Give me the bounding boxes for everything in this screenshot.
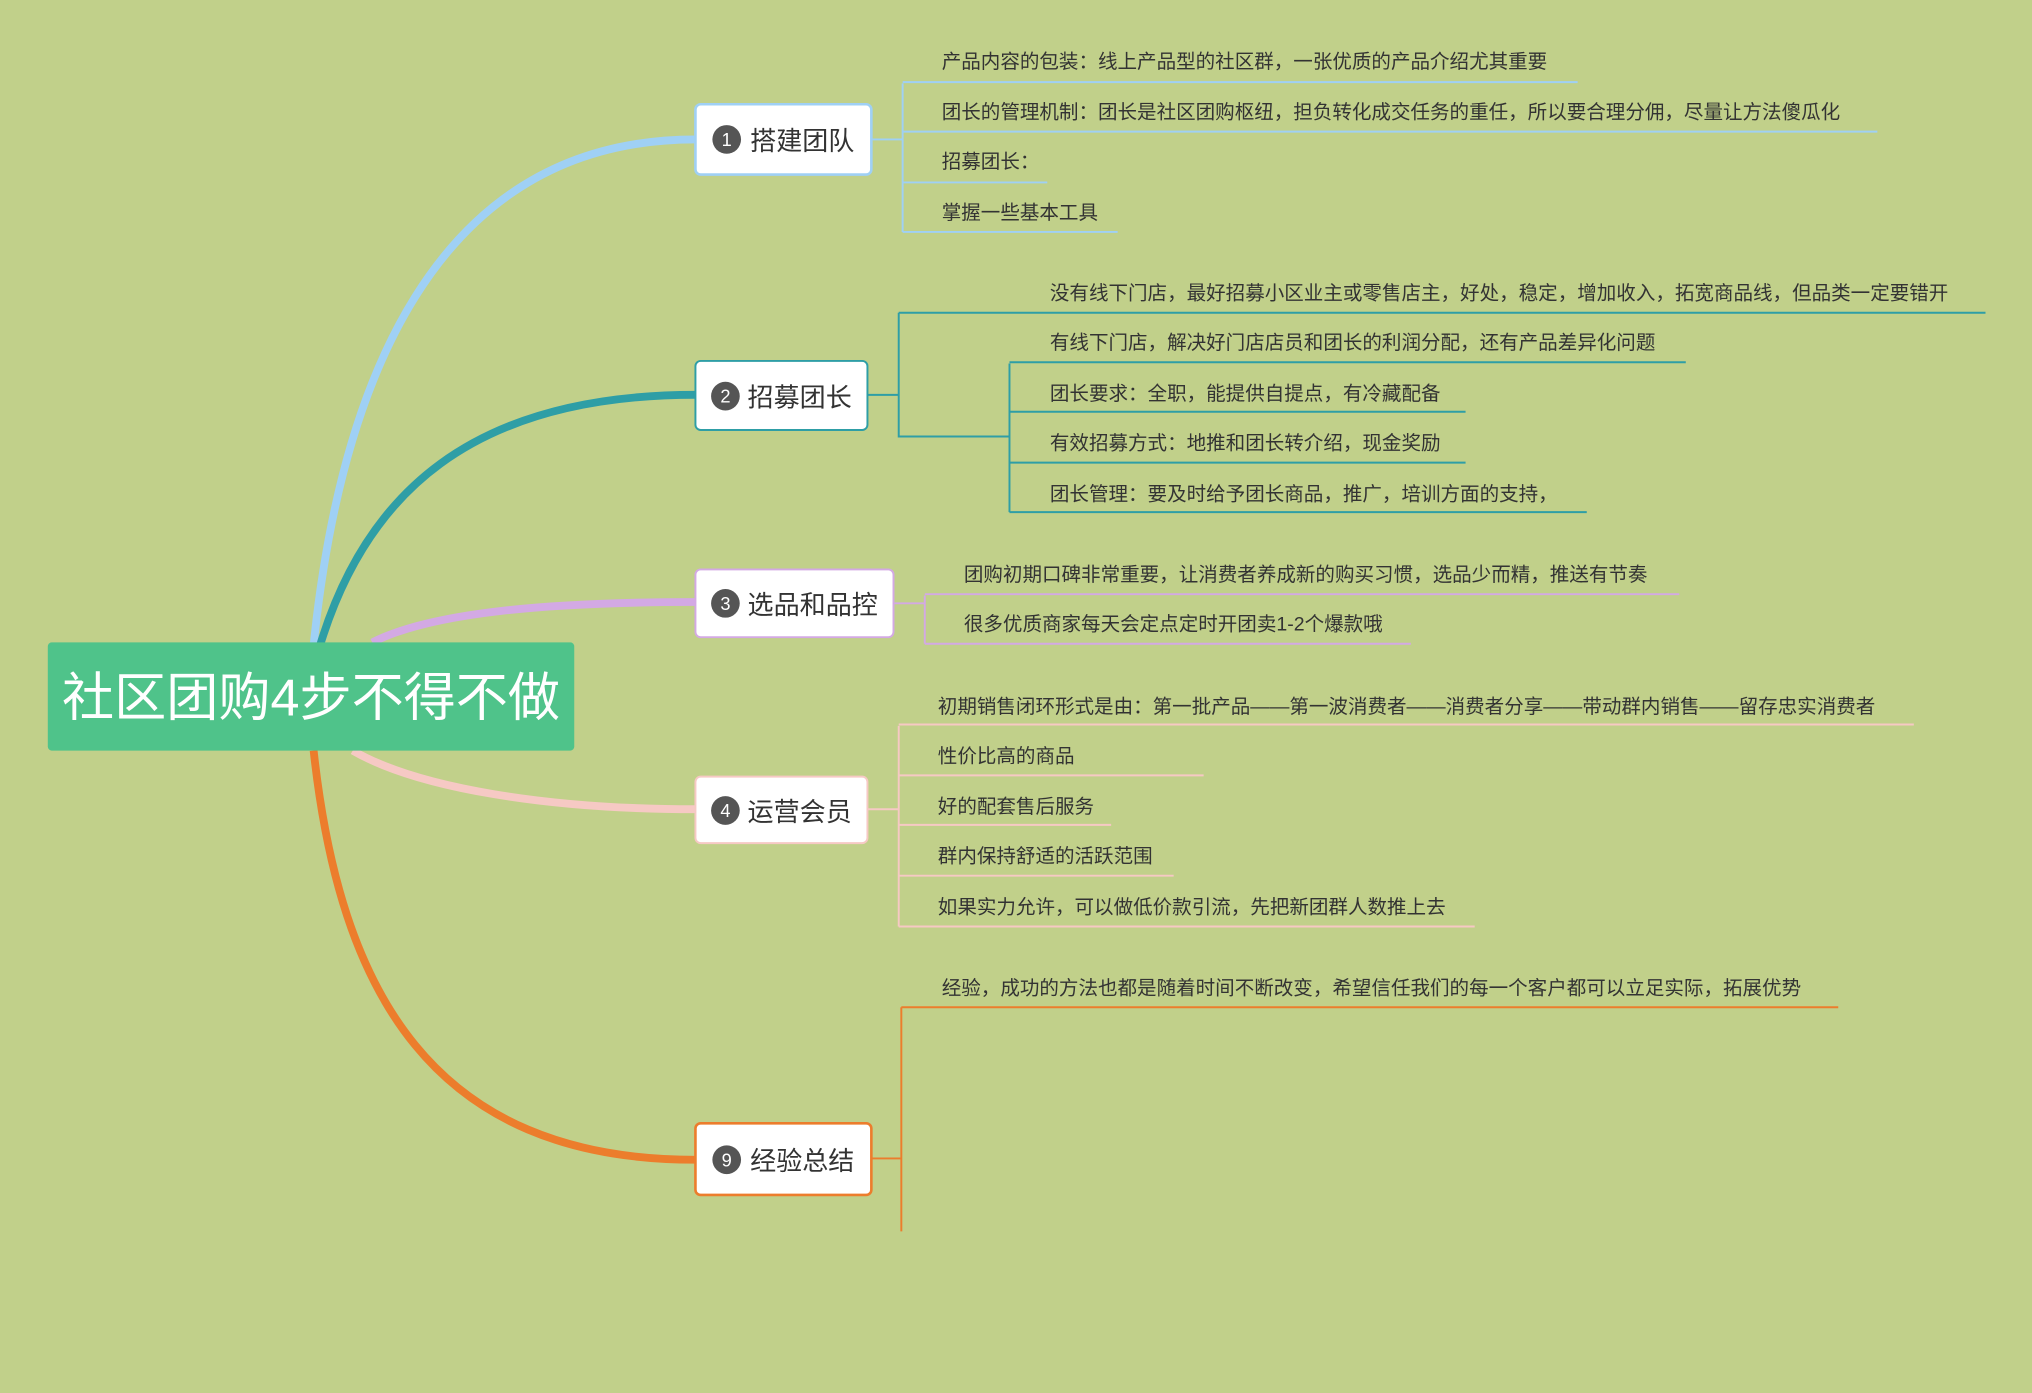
branch-4-lines: [867, 723, 1914, 928]
branch-number: 4: [720, 800, 730, 821]
number-badge-icon: [711, 381, 740, 411]
branch-1-lines: [871, 81, 1878, 233]
leaf-topic[interactable]: 有线下门店，解决好门店店员和团长的利润分配，还有产品差异化问题: [1050, 332, 1655, 354]
branch-2[interactable]: 2 招募团长: [694, 359, 869, 431]
leaf-topic[interactable]: 有效招募方式：地推和团长转介绍，现金奖励: [1050, 433, 1441, 455]
leaf-topic[interactable]: 群内保持舒适的活跃范围: [938, 846, 1153, 868]
branch-label: 招募团长: [748, 383, 852, 413]
leaf-topic[interactable]: 团长管理：要及时给予团长商品，推广，培训方面的支持，: [1050, 483, 1558, 505]
leaf-topic[interactable]: 初期销售闭环形式是由：第一批产品——第一波消费者——消费者分享——带动群内销售—…: [938, 696, 1876, 718]
branch-label: 运营会员: [748, 797, 852, 827]
branch-label: 经验总结: [750, 1146, 854, 1176]
leaf-topic[interactable]: 如果实力允许，可以做低价款引流，先把新团群人数推上去: [938, 896, 1446, 918]
leaf-topic[interactable]: 团购初期口碑非常重要，让消费者养成新的购买习惯，选品少而精，推送有节奏: [964, 564, 1648, 586]
number-badge-icon: [711, 588, 740, 618]
leaf-topic[interactable]: 招募团长：: [942, 151, 1040, 173]
leaf-topic[interactable]: 团长的管理机制：团长是社区团购枢纽，担负转化成交任务的重任，所以要合理分佣，尽量…: [942, 102, 1840, 124]
branch-3[interactable]: 3 选品和品控: [694, 568, 895, 639]
branch-number: 9: [722, 1149, 732, 1170]
number-badge-icon: [711, 796, 740, 825]
branch-9[interactable]: 9 经验总结: [694, 1121, 873, 1197]
connector-branch-3: [370, 598, 696, 646]
leaf-topic[interactable]: 性价比高的商品: [938, 745, 1075, 767]
leaf-topic[interactable]: 好的配套售后服务: [938, 796, 1094, 818]
connector-branch-1: [309, 135, 696, 646]
branch-9-lines: [871, 1006, 1839, 1232]
leaf-topic[interactable]: 团长要求：全职，能提供自提点，有冷藏配备: [1050, 383, 1441, 405]
number-badge-icon: [712, 125, 742, 154]
connector-branch-2: [316, 390, 696, 647]
branch-4[interactable]: 4 运营会员: [694, 775, 869, 845]
branch-1[interactable]: 1 搭建团队: [694, 102, 873, 176]
branch-number: 3: [720, 593, 730, 614]
branch-label: 选品和品控: [748, 590, 878, 620]
branch-2-lines: [867, 311, 1986, 514]
branch-3-lines: [893, 593, 1680, 645]
number-badge-icon: [712, 1145, 742, 1175]
branch-number: 1: [722, 129, 732, 150]
leaf-topic[interactable]: 经验，成功的方法也都是随着时间不断改变，希望信任我们的每一个客户都可以立足实际，…: [942, 977, 1801, 999]
connector-branch-4: [350, 747, 696, 814]
central-topic[interactable]: 社区团购4步不得不做: [47, 642, 575, 751]
branch-number: 2: [720, 386, 730, 407]
leaf-topic[interactable]: 产品内容的包装：线上产品型的社区群，一张优质的产品介绍尤其重要: [942, 51, 1547, 73]
leaf-topic[interactable]: 没有线下门店，最好招募小区业主或零售店主，好处，稳定，增加收入，拓宽商品线，但品…: [1050, 283, 1948, 305]
leaf-topic[interactable]: 掌握一些基本工具: [942, 202, 1098, 224]
leaf-topic[interactable]: 很多优质商家每天会定点定时开团卖1-2个爆款哦: [964, 614, 1383, 636]
connector-branch-9: [309, 750, 696, 1164]
central-topic-title: 社区团购4步不得不做: [62, 669, 560, 727]
branch-label: 搭建团队: [750, 126, 854, 156]
